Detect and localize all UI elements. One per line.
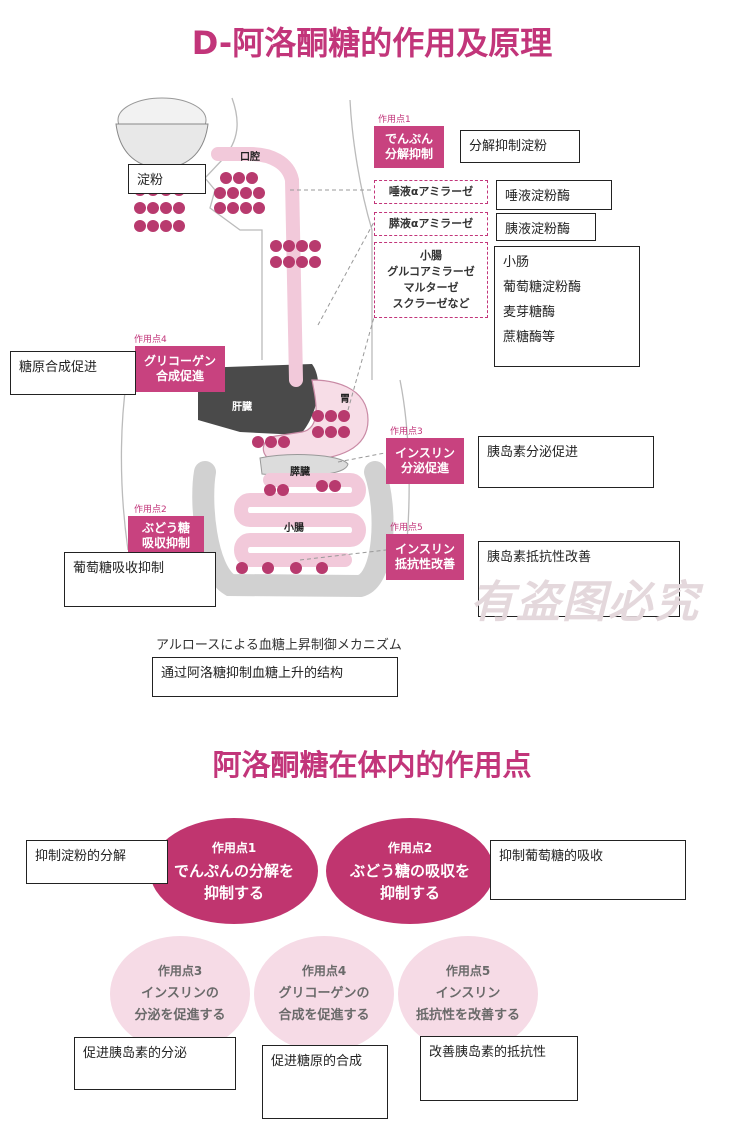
circle-2-point: 作用点2 [388, 839, 432, 856]
mouth-label: 口腔 [240, 148, 260, 163]
note-circle-3: 促进胰岛素的分泌 [74, 1037, 236, 1090]
enzyme-small-intestine-box: 小腸 グルコアミラーゼ マルターゼ スクラーゼなど [374, 242, 488, 318]
note-circle-2-text: 抑制葡萄糖的吸收 [499, 849, 603, 864]
liver-label: 肝臓 [232, 398, 252, 413]
note-action-point-3: 胰岛素分泌促进 [478, 436, 654, 488]
stomach-label: 胃 [340, 390, 350, 405]
note-enzyme-saliva: 唾液淀粉酶 [496, 180, 612, 210]
note-enzyme-small-intestine: 小肠 葡萄糖淀粉酶 麦芽糖酶 蔗糖酶等 [494, 246, 640, 367]
page-title: D-阿洛酮糖的作用及原理 [0, 18, 744, 64]
circle-1-text: でんぷんの分解を 抑制する [174, 860, 294, 904]
watermark: 有盗图必究 [470, 566, 700, 630]
caption-japanese: アルロースによる血糖上昇制御メカニズム [156, 634, 402, 653]
enzyme-pancreatic-box: 膵液αアミラーゼ [374, 212, 488, 236]
note-circle-4-text: 促进糖原的合成 [271, 1054, 362, 1069]
caption-chinese: 通过阿洛糖抑制血糖上升的结构 [152, 657, 398, 697]
note-circle-5-text: 改善胰岛素的抵抗性 [429, 1045, 546, 1060]
circle-3-text: インスリンの 分泌を促進する [134, 983, 225, 1027]
enzyme-saliva-box: 唾液αアミラーゼ [374, 180, 488, 204]
circle-1-point: 作用点1 [212, 839, 256, 856]
caption-chinese-text: 通过阿洛糖抑制血糖上升的结构 [161, 666, 343, 681]
note-action-point-5-text: 胰岛素抵抗性改善 [487, 550, 591, 565]
small-intestine-label: 小腸 [284, 519, 304, 534]
circle-action-point-2: 作用点2 ぶどう糖の吸収を 抑制する [326, 818, 494, 924]
note-circle-2: 抑制葡萄糖的吸收 [490, 840, 686, 900]
action-point-4-tag: 作用点4 [134, 332, 167, 345]
circle-4-point: 作用点4 [302, 962, 346, 979]
note-action-point-2: 葡萄糖吸收抑制 [64, 552, 216, 607]
note-enzyme-small-intestine-text: 小肠 葡萄糖淀粉酶 麦芽糖酶 蔗糖酶等 [503, 255, 581, 345]
note-starch-text: 淀粉 [137, 173, 163, 188]
circle-3-point: 作用点3 [158, 962, 202, 979]
circle-5-text: インスリン 抵抗性を改善する [416, 983, 520, 1027]
note-action-point-1-text: 分解抑制淀粉 [469, 139, 547, 154]
face-outline [205, 98, 262, 360]
note-action-point-3-text: 胰岛素分泌促进 [487, 445, 578, 460]
note-starch: 淀粉 [128, 164, 206, 194]
note-circle-1: 抑制淀粉的分解 [26, 840, 168, 884]
note-enzyme-pancreatic: 胰液淀粉酶 [496, 213, 596, 241]
action-point-4-box: グリコーゲン 合成促進 [135, 346, 225, 392]
action-point-2-box: ぶどう糖 吸収抑制 [128, 516, 204, 556]
note-circle-3-text: 促进胰岛素的分泌 [83, 1046, 187, 1061]
bowl-icon [116, 124, 208, 168]
back-outline [350, 100, 372, 380]
note-enzyme-saliva-text: 唾液淀粉酶 [505, 189, 570, 204]
action-point-2-tag: 作用点2 [134, 502, 167, 515]
note-action-point-4-text: 糖原合成促进 [19, 360, 97, 375]
circle-action-point-1: 作用点1 でんぷんの分解を 抑制する [150, 818, 318, 924]
circle-action-point-4: 作用点4 グリコーゲンの 合成を促進する [254, 936, 394, 1052]
note-circle-1-text: 抑制淀粉的分解 [35, 849, 126, 864]
circle-4-text: グリコーゲンの 合成を促進する [278, 983, 369, 1027]
note-circle-4: 促进糖原的合成 [262, 1045, 388, 1119]
action-point-5-box: インスリン 抵抗性改善 [386, 534, 464, 580]
action-point-1-box: でんぷん 分解抑制 [374, 126, 444, 168]
circle-5-point: 作用点5 [446, 962, 490, 979]
circle-action-point-5: 作用点5 インスリン 抵抗性を改善する [398, 936, 538, 1052]
action-point-1-tag: 作用点1 [378, 112, 411, 125]
note-action-point-1: 分解抑制淀粉 [460, 130, 580, 163]
section-title: 阿洛酮糖在体内的作用点 [0, 742, 744, 784]
circle-2-text: ぶどう糖の吸収を 抑制する [350, 860, 470, 904]
pancreas-label: 膵臓 [290, 463, 310, 478]
circle-action-point-3: 作用点3 インスリンの 分泌を促進する [110, 936, 250, 1052]
action-point-3-box: インスリン 分泌促進 [386, 438, 464, 484]
note-circle-5: 改善胰岛素的抵抗性 [420, 1036, 578, 1101]
action-point-5-tag: 作用点5 [390, 520, 423, 533]
action-point-3-tag: 作用点3 [390, 424, 423, 437]
note-enzyme-pancreatic-text: 胰液淀粉酶 [505, 222, 570, 237]
note-action-point-4: 糖原合成促进 [10, 351, 136, 395]
note-action-point-2-text: 葡萄糖吸收抑制 [73, 561, 164, 576]
